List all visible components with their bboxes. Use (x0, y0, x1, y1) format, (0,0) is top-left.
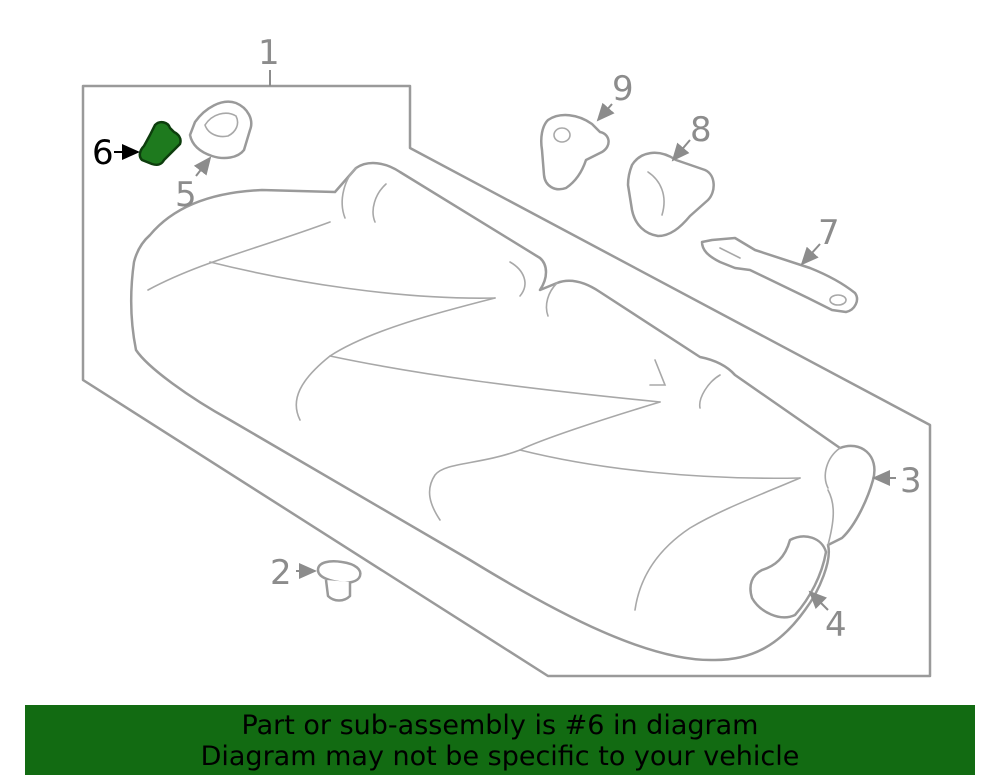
cover-part-9 (540, 113, 610, 191)
callout-leader-7 (800, 243, 821, 266)
callout-8[interactable]: 8 (690, 110, 712, 150)
callout-leader-4 (808, 590, 829, 611)
highlighted-part-6[interactable] (138, 120, 182, 167)
cover-part-8 (626, 151, 715, 238)
part-info-banner: Part or sub-assembly is #6 in diagram Di… (25, 705, 975, 775)
assembly-boundary (81, 84, 932, 678)
callout-leader-8 (671, 139, 691, 162)
seat-cushion (129, 161, 876, 662)
callout-leader-5 (193, 156, 212, 177)
callout-6[interactable]: 6 (92, 133, 114, 173)
callout-1[interactable]: 1 (258, 33, 280, 73)
callout-4[interactable]: 4 (825, 605, 847, 645)
bracket-part (188, 100, 253, 160)
callout-2[interactable]: 2 (270, 553, 292, 593)
banner-line-1: Part or sub-assembly is #6 in diagram (241, 710, 759, 741)
callout-3[interactable]: 3 (900, 461, 922, 501)
parts-diagram: 1 3 4 2 5 6 (81, 33, 932, 678)
clip-part (316, 560, 362, 602)
side-trim-part (749, 535, 828, 619)
banner-line-2: Diagram may not be specific to your vehi… (200, 741, 800, 772)
callout-5[interactable]: 5 (175, 175, 197, 215)
callout-leader-9 (596, 102, 615, 122)
callout-7[interactable]: 7 (818, 213, 840, 253)
strap-part-7 (700, 236, 859, 314)
callout-9[interactable]: 9 (612, 69, 634, 109)
